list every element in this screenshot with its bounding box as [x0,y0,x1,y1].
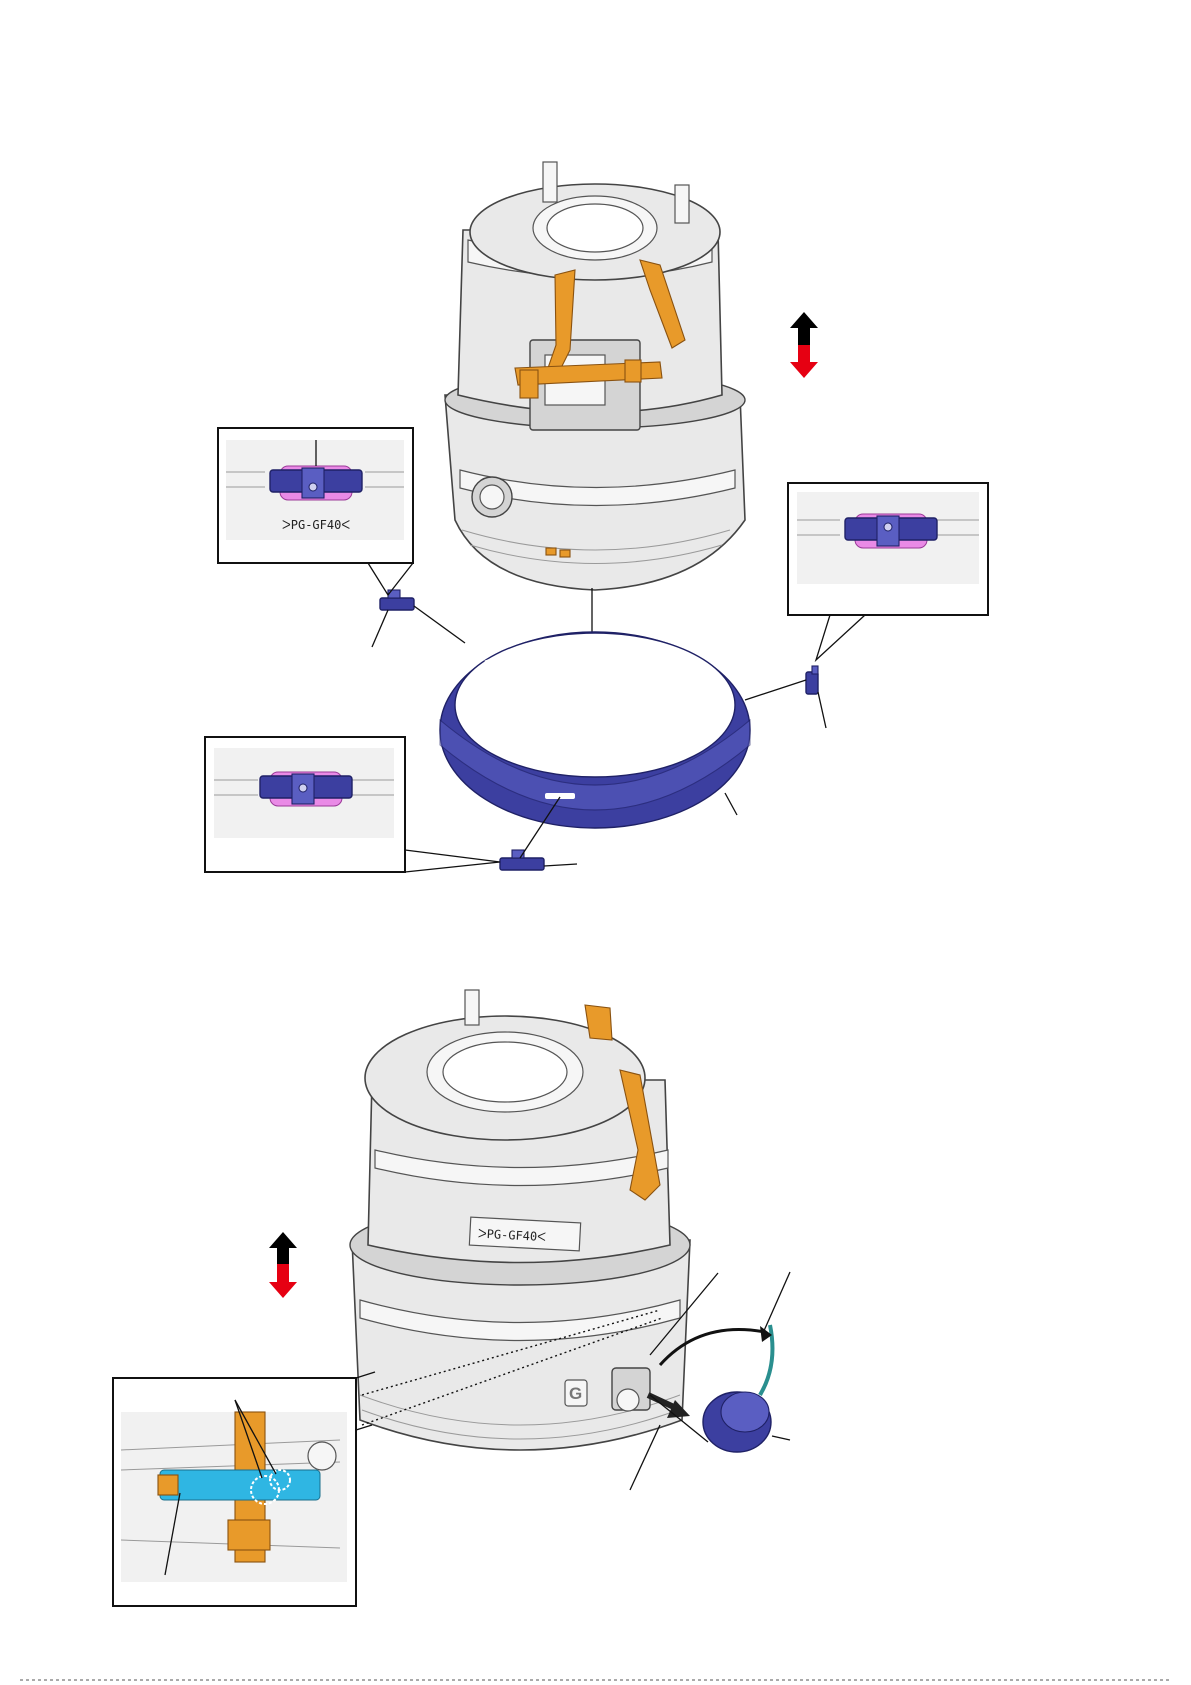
inset-top-left: ᐳPG-GF40ᐸ [218,428,413,595]
clip-part-right [806,666,818,694]
clip-part-bottom [500,850,544,870]
top-lens-barrel-assembly [445,162,745,590]
cyan-board-highlight [160,1470,320,1500]
detached-switch-knob [703,1325,772,1452]
up-down-arrow-bottom [269,1232,297,1298]
bottom-lens-barrel-assembly: ᐳPG-GF40ᐸ G [350,990,690,1450]
inset-top-right [788,483,988,660]
flexible-board-top [585,1005,612,1040]
part-marking-label: ᐳPG-GF40ᐸ [282,518,350,532]
pin-b [675,185,689,223]
switch-hole [617,1389,639,1411]
pin-c [465,990,479,1025]
clip-part-left [380,590,414,610]
pin-a [543,162,557,202]
up-down-arrow-top [790,312,818,378]
lens-logo-text: G [569,1384,582,1403]
inset-detail-flex-connector [113,1378,356,1606]
blue-zoom-ring [440,632,750,828]
